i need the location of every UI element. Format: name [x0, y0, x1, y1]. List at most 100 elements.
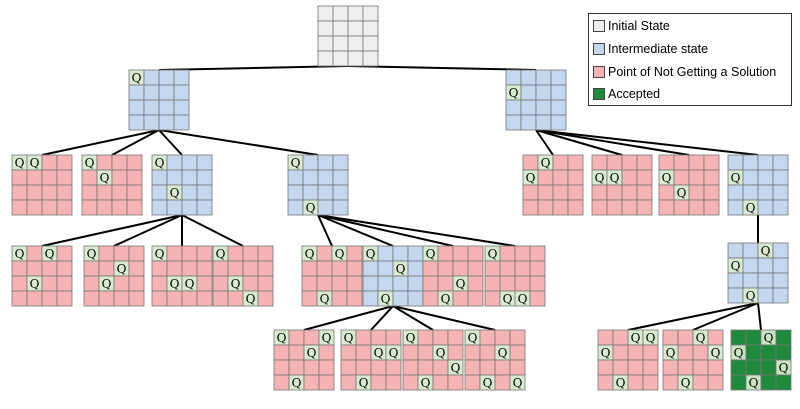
board-cell — [479, 344, 496, 361]
board-cell — [301, 275, 318, 292]
board-cell — [347, 20, 364, 37]
board-cell — [332, 50, 349, 67]
board-cell — [288, 329, 305, 346]
board-cell — [302, 169, 319, 186]
tree-edge — [535, 129, 690, 156]
board-cell — [467, 290, 484, 307]
board-cell — [166, 154, 183, 171]
queen-label: Q — [359, 376, 369, 390]
board-cell — [158, 69, 175, 86]
board-cell — [317, 35, 334, 52]
tree-edge — [535, 129, 623, 156]
board-cell — [627, 344, 644, 361]
board-cell — [727, 242, 744, 259]
board-cell — [242, 260, 259, 277]
board-cell — [196, 245, 213, 262]
tree-edge — [392, 305, 496, 331]
board-cell — [302, 184, 319, 201]
tree-edge — [158, 129, 183, 156]
board-cell — [658, 184, 675, 201]
board-cell — [355, 344, 372, 361]
board-cell — [81, 199, 98, 216]
board-cell — [143, 114, 160, 131]
board-cell — [514, 245, 531, 262]
board-cell — [550, 99, 567, 116]
board-cell — [677, 344, 694, 361]
board-cell — [402, 374, 419, 391]
board-cell — [621, 154, 638, 171]
legend-label: Point of Not Getting a Solution — [608, 65, 777, 79]
board-cell — [494, 329, 511, 346]
board-cell — [346, 275, 363, 292]
legend-label: Initial State — [608, 19, 670, 33]
board-cell — [370, 374, 387, 391]
board-cell — [707, 329, 724, 346]
tree-edge — [41, 129, 160, 156]
board-cell — [392, 290, 409, 307]
tree-edge — [317, 214, 394, 247]
board-cell — [677, 359, 694, 376]
queen-label: Q — [518, 292, 528, 306]
board-cell — [452, 260, 469, 277]
board-cell — [56, 260, 73, 277]
queen-label: Q — [761, 244, 771, 258]
board-cell — [26, 245, 43, 262]
board-cell — [355, 359, 372, 376]
board-cell — [332, 184, 349, 201]
board-cell — [11, 169, 28, 186]
board-cell — [98, 245, 115, 262]
board-cell — [688, 199, 705, 216]
board-cell — [417, 359, 434, 376]
board-cell — [417, 329, 434, 346]
board-cell — [514, 275, 531, 292]
board-cell — [522, 154, 539, 171]
board-cell — [514, 260, 531, 277]
board-cell — [692, 359, 709, 376]
queen-label: Q — [610, 171, 620, 185]
tree-edge — [158, 129, 319, 156]
board-cell — [151, 199, 168, 216]
board-cell — [662, 359, 679, 376]
board-cell — [407, 260, 424, 277]
board-cell — [642, 374, 659, 391]
board-cell — [257, 260, 274, 277]
board-cell — [301, 290, 318, 307]
board-cell — [128, 245, 145, 262]
board-cell — [287, 184, 304, 201]
board-cell — [606, 199, 623, 216]
queen-label: Q — [746, 289, 756, 303]
queen-label: Q — [646, 331, 656, 345]
board-cell — [529, 290, 546, 307]
board-cell — [56, 290, 73, 307]
queen-label: Q — [246, 292, 256, 306]
board-cell — [242, 245, 259, 262]
board-cell — [621, 169, 638, 186]
queen-label: Q — [779, 361, 789, 375]
board-cell — [181, 245, 198, 262]
board-cell — [552, 169, 569, 186]
board-cell — [494, 359, 511, 376]
board-cell — [340, 359, 357, 376]
board-cell — [627, 374, 644, 391]
legend-item-intermediate: Intermediate state — [593, 41, 708, 57]
board-cell — [126, 184, 143, 201]
queen-label: Q — [15, 156, 25, 170]
queen-label: Q — [468, 331, 478, 345]
queen-label: Q — [616, 376, 626, 390]
queen-label: Q — [746, 201, 756, 215]
board-cell — [96, 199, 113, 216]
board-failed-b1: QQ — [522, 154, 584, 216]
board-cell — [362, 5, 379, 22]
board-cell — [96, 154, 113, 171]
board-cell — [636, 199, 653, 216]
board-cell — [627, 359, 644, 376]
queen-label: Q — [185, 277, 195, 291]
tree-edge — [757, 302, 762, 331]
board-cell — [56, 169, 73, 186]
board-cell — [196, 199, 213, 216]
queen-label: Q — [509, 86, 519, 100]
board-cell — [484, 260, 501, 277]
